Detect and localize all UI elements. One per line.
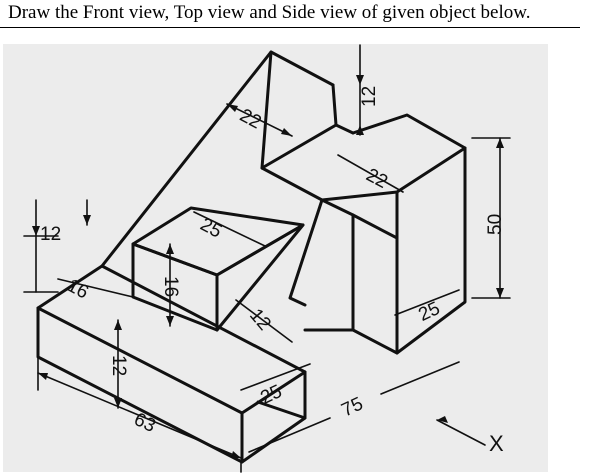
wedge-right-face [215, 223, 305, 332]
dim-12-front: 12 [108, 355, 129, 376]
notch-step-edge [334, 123, 355, 135]
notch-bottom-edge [260, 166, 324, 202]
dim-25-top: 25 [197, 214, 226, 242]
dim-16: 16 [160, 276, 181, 297]
direction-x-label: X [489, 431, 504, 456]
dimension-lines [23, 44, 511, 473]
question-text: Draw the Front view, Top view and Side v… [8, 2, 531, 23]
dim-75: 75 [338, 393, 366, 421]
object-edges [36, 50, 467, 464]
tower-front-face [351, 213, 399, 355]
dim-16-side: 16 [63, 275, 92, 303]
base-right-face [240, 370, 307, 464]
dim-12-left: 12 [40, 224, 61, 245]
arrow-heads [32, 75, 504, 458]
dim-22-mid: 22 [362, 165, 391, 193]
dim-12-top: 12 [359, 86, 380, 107]
dim-22-top: 22 [236, 105, 265, 133]
dim-50: 50 [485, 214, 506, 235]
tower-slot-edges [288, 198, 355, 307]
notch-edges [260, 50, 338, 170]
base-chamfer-edge [256, 400, 307, 420]
header-rule [0, 27, 580, 28]
